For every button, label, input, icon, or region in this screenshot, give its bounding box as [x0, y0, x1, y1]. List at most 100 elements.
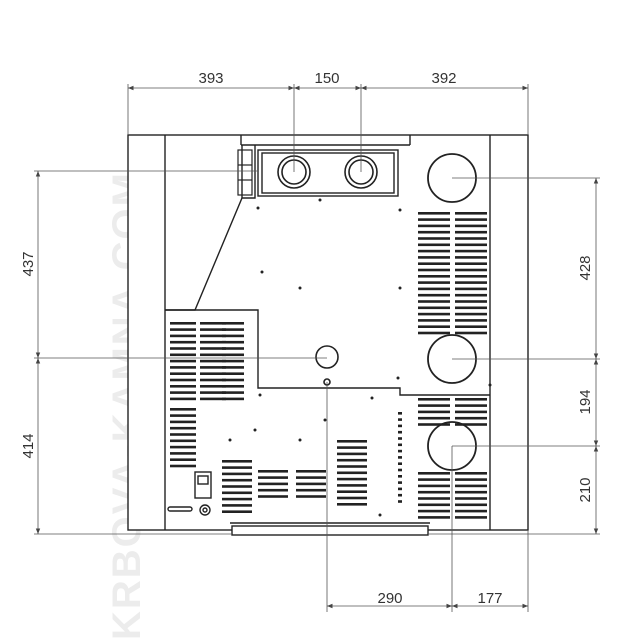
fastener-dot	[228, 438, 232, 442]
vent-slot	[455, 218, 487, 221]
vent-slot	[222, 466, 252, 469]
vent-slot	[455, 237, 487, 240]
vent-slot	[418, 312, 450, 316]
vent-slot	[170, 322, 196, 325]
vent-slot	[170, 353, 196, 357]
fastener-dot	[378, 513, 382, 517]
vent-slot	[258, 488, 288, 492]
vent-slot	[455, 484, 487, 488]
vent-slot	[337, 465, 367, 468]
dimension-lines	[34, 84, 600, 612]
fastener-dot	[398, 208, 402, 212]
vent-slot	[455, 312, 487, 316]
vent-slot	[222, 478, 252, 482]
vent-slot	[418, 224, 450, 228]
vent-slot	[170, 445, 196, 449]
vent-slot	[222, 372, 244, 375]
fastener-dot	[256, 206, 260, 210]
vent-slot	[398, 481, 402, 484]
vent-slot	[418, 281, 450, 284]
vent-slot	[222, 510, 252, 513]
vent-slot	[398, 475, 402, 478]
vent-slot	[455, 306, 487, 310]
vent-slot	[170, 347, 196, 350]
vent-slot	[200, 328, 226, 331]
vent-slot	[398, 468, 402, 472]
fastener-dot	[323, 418, 327, 422]
vent-slot	[455, 478, 487, 481]
vent-slot	[418, 509, 450, 513]
vent-slot	[296, 470, 326, 473]
vent-slot	[418, 262, 450, 265]
vent-slot	[337, 440, 367, 443]
vent-slot	[418, 516, 450, 519]
vent-slot	[418, 410, 450, 414]
vent-slot	[170, 397, 196, 401]
dim-left-lower: 414	[20, 433, 37, 458]
vent-slot	[337, 452, 367, 456]
vent-slot	[337, 458, 367, 462]
vent-slot	[418, 503, 450, 507]
vent-slot	[222, 334, 244, 338]
vent-slot	[455, 243, 487, 247]
vent-slot	[418, 230, 450, 234]
vent-slot	[455, 293, 487, 297]
vent-slot	[222, 366, 244, 369]
vent-slot	[200, 372, 226, 375]
fastener-dot	[260, 270, 264, 274]
vent-slot	[200, 378, 226, 382]
vent-slot	[398, 412, 402, 415]
vent-slot	[337, 477, 367, 481]
vent-slot	[398, 437, 402, 440]
vent-slot	[455, 404, 487, 407]
vent-slot	[418, 249, 450, 253]
vent-slot	[455, 249, 487, 253]
vent-slot	[170, 334, 196, 338]
dim-top-right: 392	[431, 70, 456, 87]
fastener-dot	[298, 286, 302, 290]
vent-slot	[398, 424, 402, 428]
vent-slot	[222, 472, 252, 476]
vent-slot	[455, 503, 487, 507]
vent-slot	[398, 500, 402, 503]
vent-slot	[200, 366, 226, 369]
vent-slot	[258, 470, 288, 473]
vent-slot	[455, 398, 487, 401]
vent-slot	[200, 397, 226, 401]
vent-slot	[398, 487, 402, 491]
vent-slot	[455, 230, 487, 234]
fastener-dot	[398, 286, 402, 290]
fastener-dot	[258, 393, 262, 397]
dim-top-middle: 150	[314, 70, 339, 87]
vent-slot	[170, 340, 196, 344]
vent-slot	[418, 423, 450, 426]
vent-slot	[418, 293, 450, 297]
vent-slot	[170, 464, 196, 468]
dim-right-lower: 210	[577, 477, 594, 502]
vent-slot	[398, 493, 402, 497]
vent-slot	[455, 331, 487, 335]
vent-slot	[455, 509, 487, 513]
vent-slot	[398, 462, 402, 465]
vent-slot	[170, 378, 196, 382]
vent-slot	[337, 503, 367, 506]
vent-slot	[418, 490, 450, 494]
vent-slot	[170, 366, 196, 369]
vent-slot	[170, 391, 196, 394]
vent-slot	[398, 449, 402, 453]
vent-slot	[200, 353, 226, 357]
vent-slot	[170, 452, 196, 455]
vent-slot	[222, 322, 244, 325]
vent-slot	[455, 268, 487, 272]
vent-slot	[418, 256, 450, 259]
ventilation-slots	[170, 212, 487, 519]
vent-slot	[258, 476, 288, 479]
vent-slot	[200, 340, 226, 344]
vent-slot	[337, 446, 367, 449]
vent-slot	[200, 334, 226, 338]
dim-top-left: 393	[198, 70, 223, 87]
vent-slot	[222, 353, 244, 357]
dim-right-upper: 428	[577, 255, 594, 280]
fastener-dot	[370, 396, 374, 400]
